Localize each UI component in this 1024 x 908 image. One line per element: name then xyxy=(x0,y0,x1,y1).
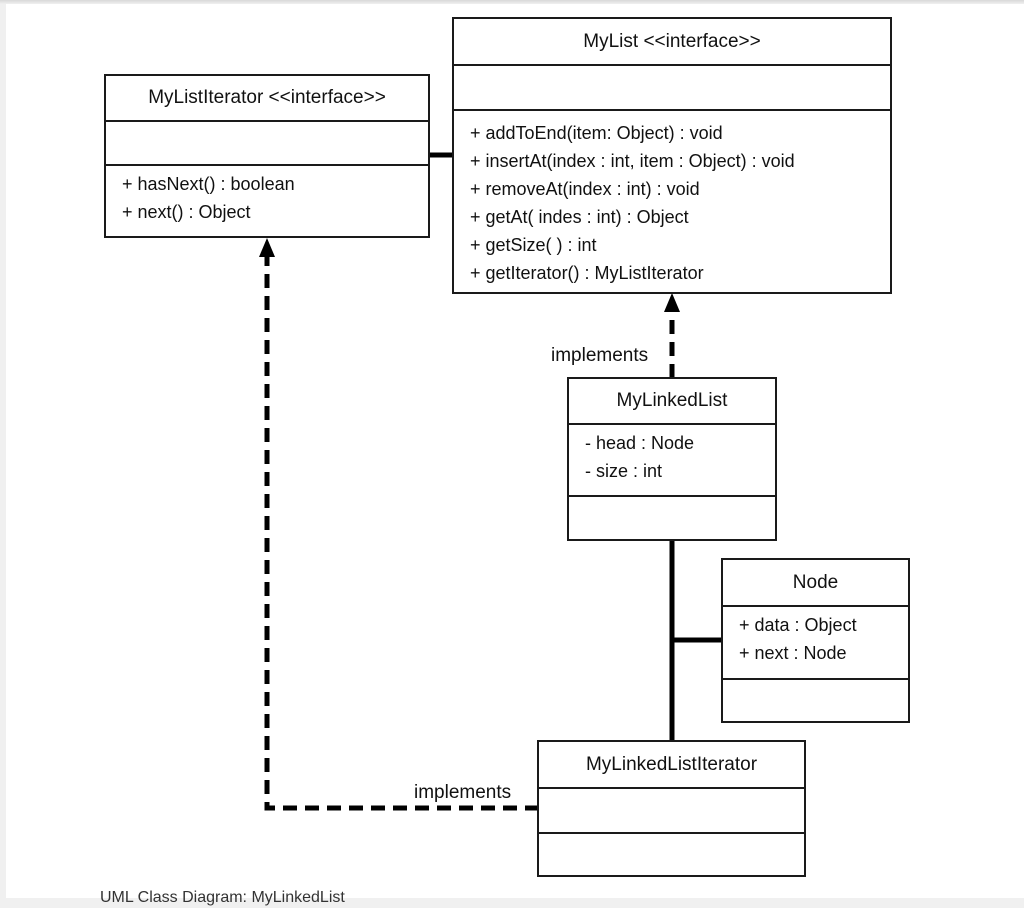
class-title-my-linked-list-iterator: MyLinkedListIterator xyxy=(585,753,758,775)
attributes-section-my-linked-list-iterator xyxy=(539,787,804,832)
attribute-next: + next : Node xyxy=(739,643,847,663)
implements-label-iterator: implements xyxy=(412,782,514,804)
class-node: Node + data : Object + next : Node xyxy=(721,558,910,723)
methods-section-node xyxy=(723,678,908,721)
class-title-my-list: MyList <<interface>> xyxy=(583,30,761,52)
top-shadow xyxy=(0,0,1024,4)
class-my-list: MyList <<interface>> + addToEnd(item: Ob… xyxy=(452,17,892,294)
implements-label-linked-list: implements xyxy=(549,345,651,367)
realization-line-iterator-to-mylistiterator xyxy=(264,257,539,811)
method-get-at: + getAt( indes : int) : Object xyxy=(470,207,689,227)
methods-section-my-linked-list xyxy=(569,495,775,539)
method-insert-at: + insertAt(index : int, item : Object) :… xyxy=(470,151,795,171)
realization-arrowhead-mylist xyxy=(664,293,680,312)
realization-arrowhead-mylistiterator xyxy=(259,238,275,257)
method-remove-at: + removeAt(index : int) : void xyxy=(470,179,700,199)
class-title-my-list-iterator: MyListIterator <<interface>> xyxy=(148,87,386,108)
attributes-section-my-list-iterator xyxy=(106,120,428,164)
method-get-size: + getSize( ) : int xyxy=(470,235,597,255)
attributes-section-my-list xyxy=(454,64,890,109)
methods-section-my-list: + addToEnd(item: Object) : void + insert… xyxy=(454,109,890,292)
method-get-iterator: + getIterator() : MyListIterator xyxy=(470,263,704,283)
attribute-head: - head : Node xyxy=(585,433,695,453)
methods-section-my-list-iterator: + hasNext() : boolean + next() : Object xyxy=(106,164,428,236)
method-add-to-end: + addToEnd(item: Object) : void xyxy=(470,123,723,143)
method-has-next: + hasNext() : boolean xyxy=(122,174,295,194)
attributes-section-my-linked-list: - head : Node - size : int xyxy=(569,423,775,495)
class-my-linked-list-iterator: MyLinkedListIterator xyxy=(537,740,806,877)
figure-caption: UML Class Diagram: MyLinkedList xyxy=(100,889,345,906)
class-my-linked-list: MyLinkedList - head : Node - size : int xyxy=(567,377,777,541)
attributes-section-node: + data : Object + next : Node xyxy=(723,605,908,678)
class-title-my-linked-list: MyLinkedList xyxy=(616,390,728,411)
method-next: + next() : Object xyxy=(122,202,251,222)
class-title-node: Node xyxy=(792,571,839,593)
methods-section-my-linked-list-iterator xyxy=(539,832,804,875)
attribute-size: - size : int xyxy=(585,461,663,481)
attribute-data: + data : Object xyxy=(739,615,857,635)
class-my-list-iterator: MyListIterator <<interface>> + hasNext()… xyxy=(104,74,430,238)
